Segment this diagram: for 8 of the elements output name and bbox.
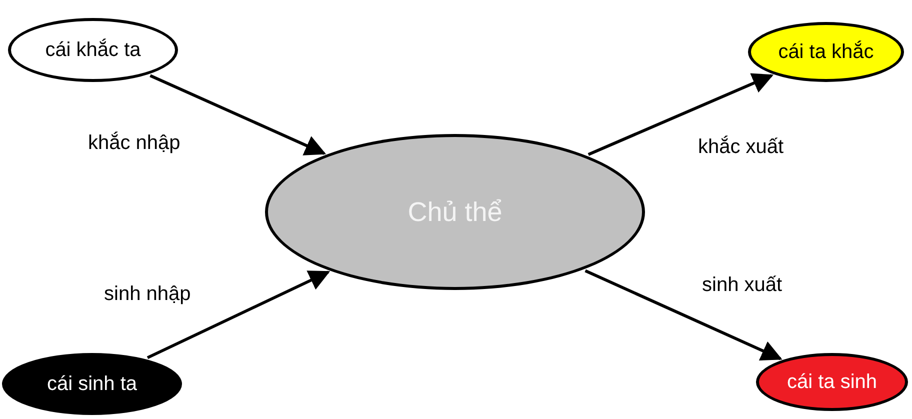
node-label: cái sinh ta [46, 372, 138, 397]
node-label: cái khắc ta [45, 38, 141, 63]
arrow [584, 269, 782, 361]
arrow [146, 270, 330, 360]
arrow [150, 74, 326, 156]
node-label: cái ta khắc [778, 40, 874, 65]
arrow [588, 73, 774, 156]
node-label: cái ta sinh [786, 370, 878, 395]
